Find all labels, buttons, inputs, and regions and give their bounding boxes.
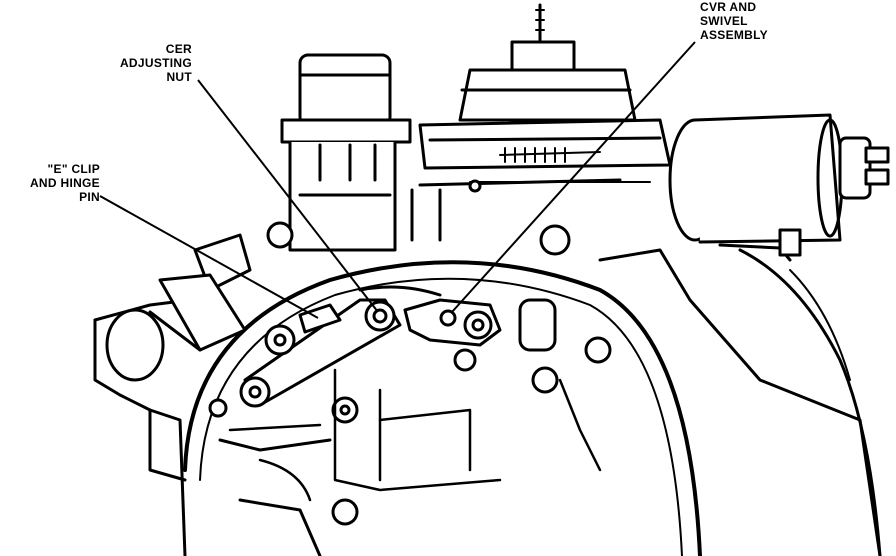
- leader-cvr-swivel-assembly: [451, 41, 696, 313]
- choke-housing: [410, 3, 672, 242]
- label-e-clip-hinge-pin: "E" CLIP AND HINGE PIN: [0, 162, 100, 204]
- leader-lines: [99, 41, 696, 319]
- label-cvr-line-2: SWIVEL: [700, 14, 748, 28]
- label-cvr-line-3: ASSEMBLY: [700, 28, 768, 42]
- mounting-bolts: [208, 221, 612, 526]
- label-cer-line-2: ADJUSTING: [119, 56, 192, 70]
- top-dashpot: [280, 53, 412, 252]
- label-cer-line-1: CER: [165, 42, 192, 56]
- hose-fitting: [105, 233, 252, 382]
- label-cvr-line-1: CVR AND: [700, 0, 757, 14]
- label-cvr-swivel-assembly: CVR AND SWIVEL ASSEMBLY: [700, 0, 820, 42]
- label-cer-line-3: NUT: [166, 70, 192, 84]
- lower-housing: [228, 368, 602, 502]
- label-cer-adjusting-nut: CER ADJUSTING NUT: [82, 42, 192, 84]
- carburetor-body: [93, 248, 882, 556]
- solenoid-assembly: [668, 113, 890, 262]
- leader-e-clip-hinge-pin: [99, 195, 319, 319]
- label-eclip-line-3: PIN: [79, 190, 100, 204]
- label-eclip-line-1: "E" CLIP: [47, 162, 100, 176]
- cer-linkage: [239, 285, 502, 408]
- label-eclip-line-2: AND HINGE: [29, 176, 100, 190]
- leader-cer-adjusting-nut: [197, 79, 379, 313]
